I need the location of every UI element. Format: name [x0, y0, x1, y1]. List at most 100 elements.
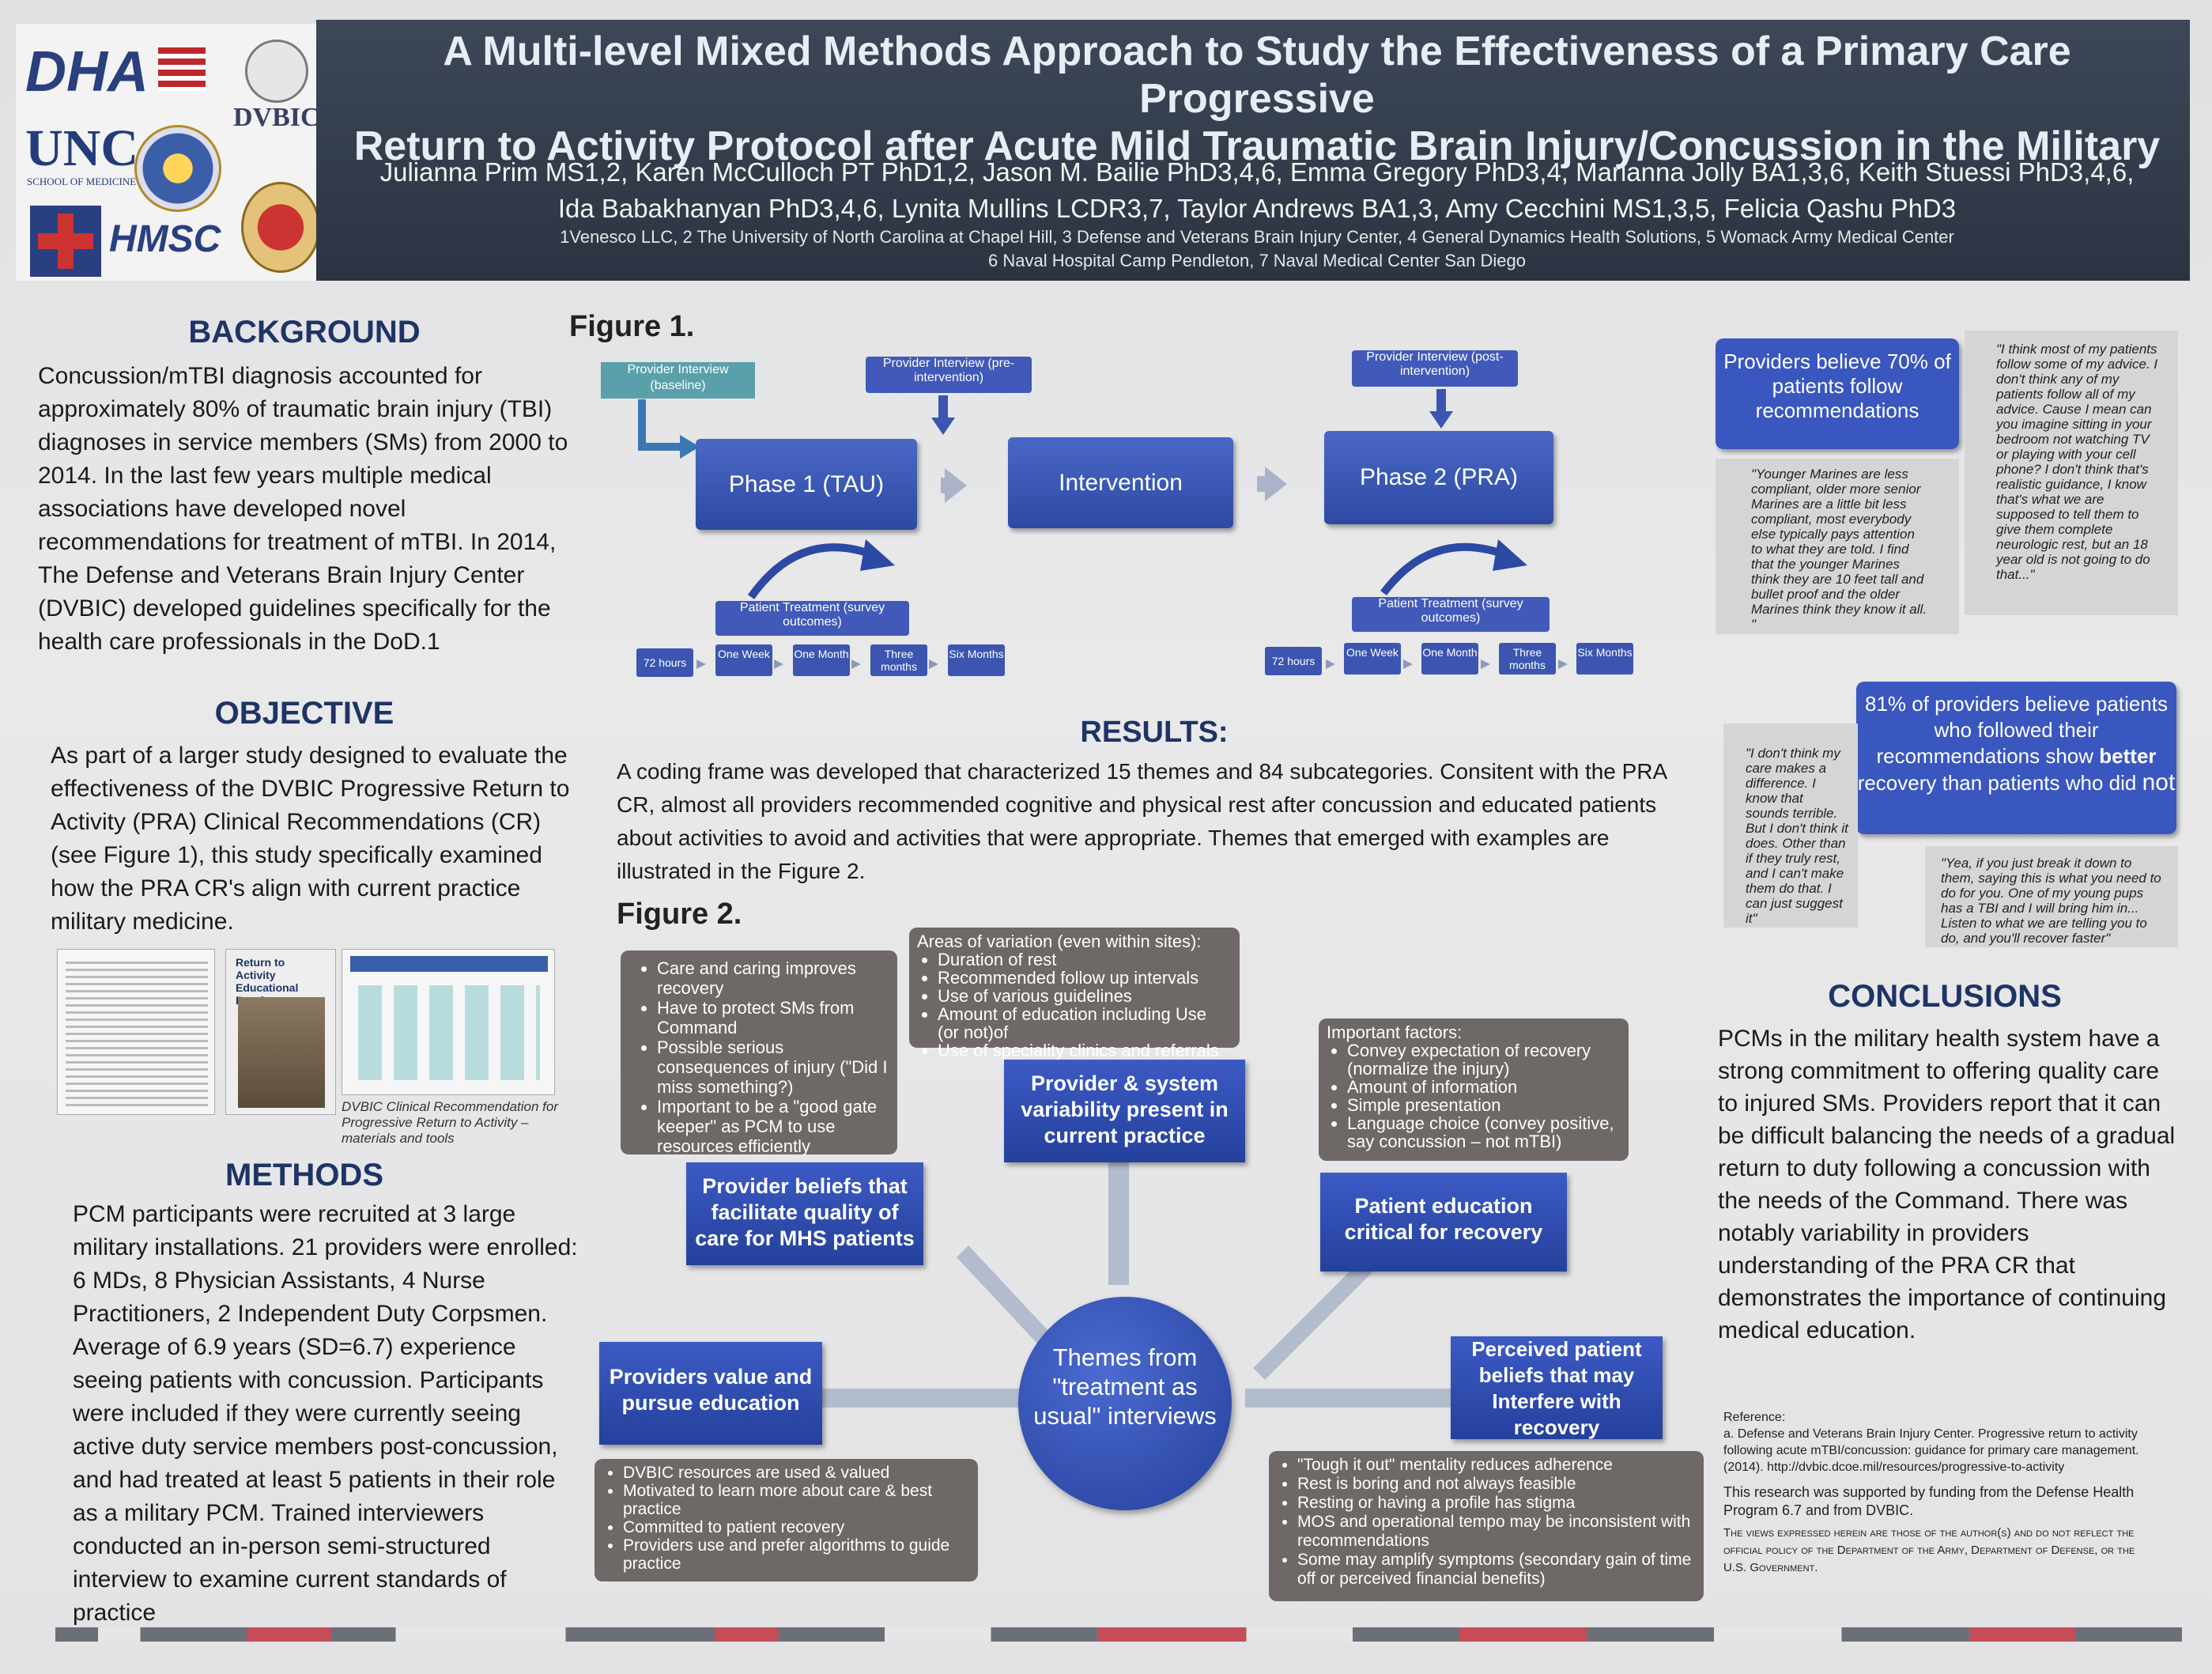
theme-patient-education: Patient education critical for recovery — [1320, 1173, 1567, 1272]
perceived-details-box: "Tough it out" mentality reduces adheren… — [1269, 1451, 1704, 1601]
list-item: DVBIC resources are used & valued — [623, 1464, 970, 1482]
affiliations-line-1: 1Venesco LLC, 2 The University of North … — [560, 227, 1954, 247]
timepoint: One Month — [1421, 643, 1478, 675]
timepoint: Six Months — [1576, 643, 1633, 675]
list-item: Have to protect SMs from Command — [657, 998, 889, 1037]
dvbic-logo: DVBIC — [233, 103, 320, 132]
background-heading: BACKGROUND — [188, 315, 421, 350]
affiliations: 1Venesco LLC, 2 The University of North … — [348, 225, 2166, 273]
reference-block: Reference: a. Defense and Veterans Brain… — [1723, 1409, 2154, 1577]
list-item: Some may amplify symptoms (secondary gai… — [1297, 1551, 1696, 1589]
quote-younger-marines: "Younger Marines are less compliant, old… — [1716, 459, 1959, 634]
variation-title: Areas of variation (even within sites): — [917, 931, 1202, 951]
reference-label: Reference: — [1723, 1411, 1786, 1424]
affiliations-line-2: 6 Naval Hospital Camp Pendleton, 7 Naval… — [988, 251, 1526, 270]
conclusions-heading: CONCLUSIONS — [1828, 979, 2062, 1014]
factors-title: Important factors: — [1327, 1022, 1463, 1042]
title-line-1: A Multi-level Mixed Methods Approach to … — [443, 28, 2071, 122]
soldier-photo — [238, 997, 325, 1108]
center-theme-circle: Themes from "treatment as usual" intervi… — [1018, 1297, 1232, 1510]
title-line-2: Return to Activity Protocol after Acute … — [353, 123, 2161, 169]
authors: Julianna Prim MS1,2, Karen McCulloch PT … — [348, 154, 2166, 227]
footer-stripe — [55, 1627, 2182, 1642]
intervention-box: Intervention — [1008, 437, 1233, 528]
list-item: Resting or having a profile has stigma — [1297, 1494, 1696, 1513]
marine-corps-seal-icon — [241, 182, 320, 273]
medical-cross-icon — [30, 206, 101, 277]
list-item: Use of speciality clinics and referrals — [938, 1041, 1232, 1060]
phase2-box: Phase 2 (PRA) — [1324, 431, 1553, 524]
timepoint: 72 hours — [1265, 647, 1322, 675]
brochure-thumbnail: Return to Activity Educational Brochure — [225, 949, 336, 1115]
funding-text: This research was supported by funding f… — [1723, 1484, 2135, 1518]
figure1-connectors — [638, 389, 1453, 459]
timepoint: One Month — [793, 644, 850, 676]
list-item: Care and caring improves recovery — [657, 958, 889, 998]
algorithm-thumbnail — [342, 949, 555, 1095]
theme-provider-system-variability: Provider & system variability present in… — [1004, 1060, 1245, 1162]
list-item: Committed to patient recovery — [623, 1518, 970, 1536]
patient-treatment-box-1: Patient Treatment (survey outcomes) — [715, 601, 909, 636]
figure1-label: Figure 1. — [569, 310, 695, 343]
disclaimer-text: The views expressed herein are those of … — [1723, 1526, 2135, 1574]
list-item: Possible serious consequences of injury … — [657, 1037, 889, 1097]
timepoint: Six Months — [948, 644, 1005, 676]
phase1-box: Phase 1 (TAU) — [696, 439, 917, 530]
stat-81-percent: 81% of providers believe patients who fo… — [1856, 682, 2176, 834]
authors-line-1: Julianna Prim MS1,2, Karen McCulloch PT … — [379, 157, 2135, 187]
list-item: Providers use and prefer algorithms to g… — [623, 1536, 970, 1573]
navy-medicine-seal-icon — [134, 125, 221, 212]
title-banner: A Multi-level Mixed Methods Approach to … — [316, 20, 2190, 281]
timepoint: Three months — [1499, 643, 1556, 675]
arrow-icon — [1265, 467, 1287, 501]
methods-heading: METHODS — [225, 1158, 383, 1192]
quote-break-it-down: "Yea, if you just break it down to them,… — [1925, 846, 2178, 947]
list-item: Amount of education including Use (or no… — [938, 1005, 1232, 1041]
results-heading: RESULTS: — [1080, 716, 1229, 749]
timepoint-arrows — [696, 659, 1568, 669]
list-item: Rest is boring and not always feasible — [1297, 1475, 1696, 1494]
list-item: Simple presentation — [1347, 1096, 1621, 1114]
list-item: MOS and operational tempo may be inconsi… — [1297, 1513, 1696, 1551]
reference-text: a. Defense and Veterans Brain Injury Cen… — [1723, 1427, 2139, 1474]
list-item: Recommended follow up intervals — [938, 969, 1232, 987]
theme-provider-beliefs: Provider beliefs that facilitate quality… — [686, 1162, 923, 1265]
conclusions-text: PCMs in the military health system have … — [1718, 1026, 2176, 1343]
provider-interview-pre: Provider Interview (pre-intervention) — [866, 357, 1032, 393]
unc-subtitle: SCHOOL OF MEDICINE — [27, 176, 137, 187]
background-text: Concussion/mTBI diagnosis accounted for … — [38, 363, 568, 655]
provider-interview-post: Provider Interview (post-intervention) — [1352, 350, 1518, 387]
timepoint: One Week — [1344, 643, 1401, 675]
hmsc-logo: HMSC — [109, 218, 221, 260]
timepoint: 72 hours — [636, 648, 693, 677]
results-text: A coding frame was developed that charac… — [617, 759, 1667, 883]
authors-line-2: Ida Babakhanyan PhD3,4,6, Lynita Mullins… — [557, 194, 1957, 223]
list-item: Amount of information — [1347, 1078, 1621, 1096]
theme-providers-value-education: Providers value and pursue education — [599, 1342, 822, 1445]
provider-interview-baseline: Provider Interview (baseline) — [601, 362, 755, 399]
objective-text: As part of a larger study designed to ev… — [51, 743, 570, 935]
list-item: Motivated to learn more about care & bes… — [623, 1482, 970, 1518]
image-caption: DVBIC Clinical Recommendation for Progre… — [342, 1099, 558, 1146]
list-item: Use of various guidelines — [938, 987, 1232, 1005]
timepoint: Three months — [870, 644, 927, 676]
unc-logo: UNC — [25, 119, 138, 177]
quote-follow-advice: "I think most of my patients follow some… — [1965, 331, 2178, 615]
list-item: Language choice (convey positive, say co… — [1347, 1114, 1621, 1151]
list-item: "Tough it out" mentality reduces adheren… — [1297, 1456, 1696, 1475]
quote-care-difference: "I don't think my care makes a differenc… — [1723, 724, 1858, 928]
theme-perceived-patient-beliefs: Perceived patient beliefs that may Inter… — [1451, 1336, 1663, 1439]
methods-text: PCM participants were recruited at 3 lar… — [73, 1201, 578, 1626]
flag-icon — [158, 47, 206, 91]
stat-70-percent: Providers believe 70% of patients follow… — [1716, 338, 1959, 449]
poster-title: A Multi-level Mixed Methods Approach to … — [348, 28, 2166, 170]
dha-logo: DHA — [25, 40, 149, 104]
patient-treatment-box-2: Patient Treatment (survey outcomes) — [1352, 597, 1550, 632]
value-details-box: DVBIC resources are used & valued Motiva… — [595, 1459, 978, 1581]
factors-details-box: Important factors: Convey expectation of… — [1319, 1018, 1629, 1161]
list-item: Important to be a "good gate keeper" as … — [657, 1097, 889, 1156]
figure2-label: Figure 2. — [617, 897, 742, 931]
beliefs-details-box: Care and caring improves recovery Have t… — [621, 950, 897, 1156]
timepoint: One Week — [715, 644, 772, 676]
variation-details-box: Areas of variation (even within sites): … — [909, 928, 1240, 1060]
